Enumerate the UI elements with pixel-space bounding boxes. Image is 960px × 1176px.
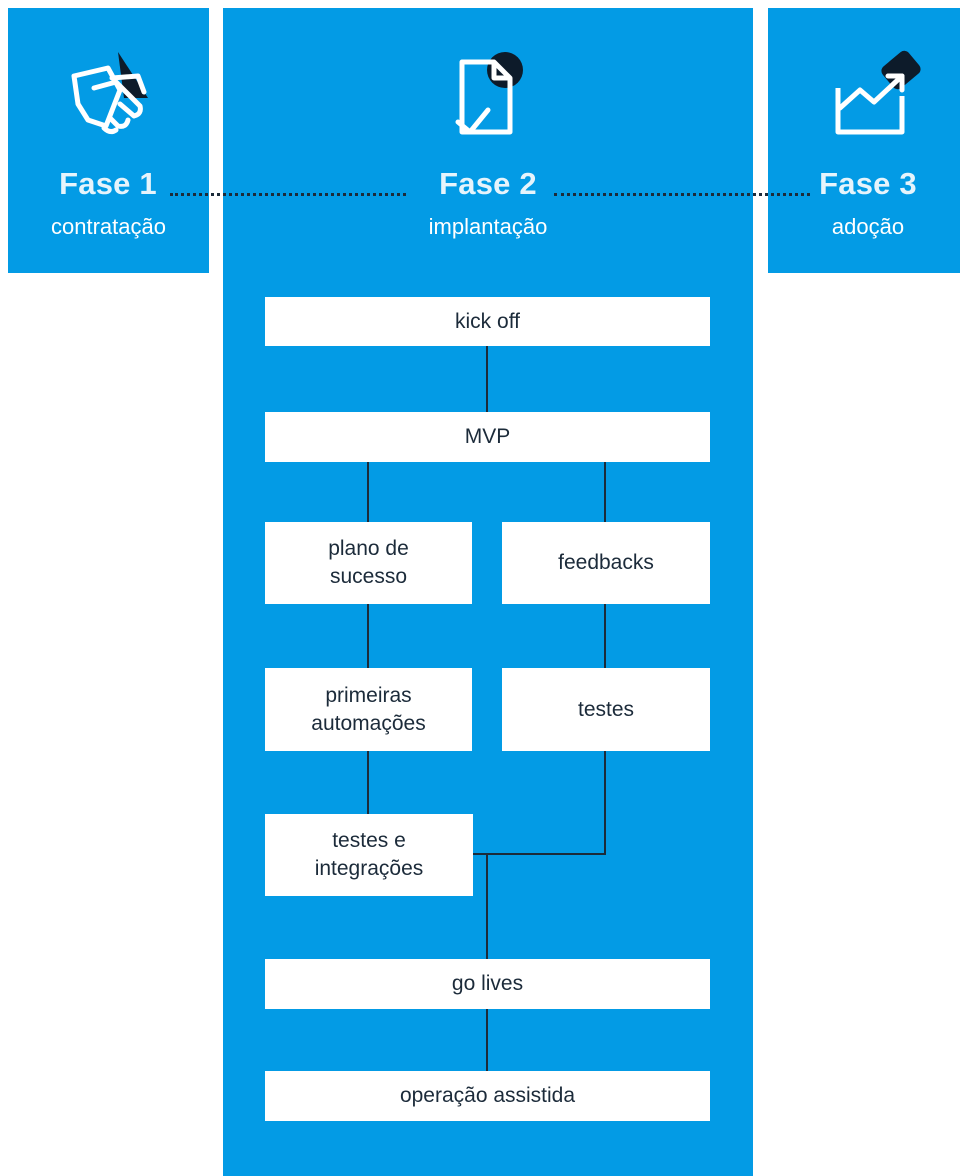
step-plano-label: plano de sucesso (328, 537, 409, 588)
phase-connector-1-2 (170, 193, 406, 196)
step-kickoff: kick off (265, 297, 710, 346)
step-feedbacks: feedbacks (502, 522, 710, 604)
step-primeiras-label: primeiras automações (311, 683, 426, 735)
step-mvp: MVP (265, 412, 710, 462)
step-feedbacks-label: feedbacks (558, 551, 654, 574)
phase-2-subtitle: implantação (428, 214, 548, 239)
phase-2-title: Fase 2 (439, 166, 537, 201)
phase-connector-2-3 (554, 193, 810, 196)
step-mvp-label: MVP (464, 425, 511, 448)
phase-1-title: Fase 1 (59, 166, 157, 201)
phase-3-subtitle: adoção (831, 214, 905, 239)
step-kickoff-label: kick off (455, 309, 520, 333)
phase-1-panel (8, 8, 209, 273)
handshake-icon (71, 52, 148, 135)
step-testes-label: testes (577, 697, 635, 721)
phase-3-panel (768, 8, 960, 273)
phase-1-subtitle: contratação (51, 214, 166, 239)
step-plano-de-sucesso: plano de sucesso (265, 522, 472, 604)
step-golives-label: go lives (451, 972, 524, 995)
phase-3-title: Fase 3 (819, 166, 917, 201)
step-primeiras-automacoes: primeiras automações (265, 668, 472, 751)
step-integracoes-label: testes e integrações (314, 829, 424, 880)
step-testes-e-integracoes: testes e integrações (265, 814, 473, 896)
step-go-lives: go lives (265, 959, 710, 1009)
step-operacao-label: operação assistida (399, 1084, 576, 1107)
document-check-icon (455, 52, 523, 135)
chart-growth-icon (835, 50, 921, 135)
step-testes: testes (502, 668, 710, 751)
step-operacao-assistida: operação assistida (265, 1071, 710, 1121)
